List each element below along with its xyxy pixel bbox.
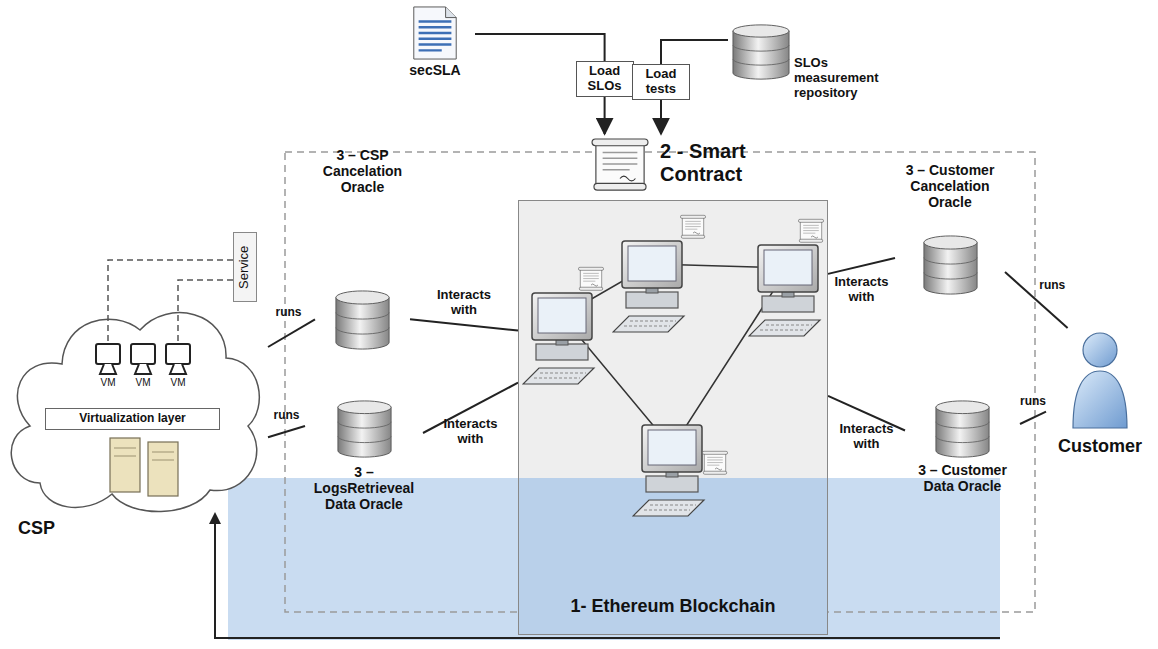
cloud-provider: CSPVirtualization layerService xyxy=(0,268,268,550)
label-holder: VM xyxy=(101,372,116,390)
edge-label-holder: Interacts with xyxy=(436,417,506,447)
node-text: secSLA xyxy=(395,62,475,78)
node-text: SLOs measurement repository xyxy=(794,56,888,101)
edge-label: runs xyxy=(275,306,301,320)
blockchain-panel: 1- Ethereum Blockchain xyxy=(518,200,828,635)
database-icon xyxy=(336,291,389,349)
oracle-node: 3 – Customer Cancelation Oracle xyxy=(895,160,1005,300)
document-node: secSLA xyxy=(395,4,475,90)
edge-label: Interacts with xyxy=(436,417,506,447)
edge-label-holder: Load tests xyxy=(632,64,690,100)
connector xyxy=(1020,412,1046,424)
node-text: 3 – LogsRetrieveal Data Oracle xyxy=(305,464,423,512)
oracle-node: 3 – CSP Cancelation Oracle xyxy=(315,145,410,350)
contract-copy-icon xyxy=(578,267,603,290)
service-box: Service xyxy=(233,232,257,302)
node-text: Customer xyxy=(1046,436,1154,457)
node-text: 3 – Customer Data Oracle xyxy=(905,462,1020,494)
person-icon xyxy=(1073,333,1127,428)
oracle-node: 3 – LogsRetrieveal Data Oracle xyxy=(305,398,423,538)
vm-label: VM xyxy=(171,377,186,388)
edge-label-holder: runs xyxy=(1020,395,1046,409)
database-icon xyxy=(936,401,989,457)
node-text: 3 – Customer Cancelation Oracle xyxy=(895,162,1005,210)
edge-label-holder: Interacts with xyxy=(429,288,499,318)
edge-label-holder: Interacts with xyxy=(832,422,902,452)
contract-icon xyxy=(592,139,648,190)
label-holder: VM xyxy=(136,372,151,390)
computer-icon xyxy=(749,245,820,336)
contract-copy-icon xyxy=(798,219,823,242)
edge-label: runs xyxy=(273,409,299,423)
computer-icon xyxy=(613,241,684,332)
edge-label: Interacts with xyxy=(831,275,893,305)
edge-label: Interacts with xyxy=(832,422,902,452)
repository-node: SLOs measurement repository xyxy=(728,20,888,120)
document-icon xyxy=(414,7,456,59)
database-icon xyxy=(733,25,789,79)
oracle-node: 3 – Customer Data Oracle xyxy=(905,398,1020,528)
node-text: Virtualization layer xyxy=(50,412,215,426)
edge-label: runs xyxy=(1039,279,1065,293)
vm-label: VM xyxy=(136,377,151,388)
node-text: Service xyxy=(237,237,252,297)
vm-label: VM xyxy=(101,377,116,388)
database-icon xyxy=(338,401,391,457)
label-holder: VM xyxy=(171,372,186,390)
computer-icon xyxy=(633,425,704,516)
return-arrow xyxy=(215,522,1000,638)
layer-box: Virtualization layer xyxy=(45,408,220,430)
contract-copy-icon xyxy=(702,451,727,474)
customer-node: Customer xyxy=(1046,328,1154,463)
connector xyxy=(828,258,895,274)
edge-label-holder: Load SLOs xyxy=(576,61,634,97)
node-text: 3 – CSP Cancelation Oracle xyxy=(315,147,410,195)
connector xyxy=(268,319,315,347)
edge-label-holder: Interacts with xyxy=(831,275,893,305)
computer-icon xyxy=(523,293,594,384)
edge-label: runs xyxy=(1020,395,1046,409)
node-text: CSP xyxy=(18,518,268,539)
edge-label: Load SLOs xyxy=(581,64,629,94)
node-text: 1- Ethereum Blockchain xyxy=(519,596,827,617)
contract-copy-icon xyxy=(680,215,705,238)
edge-label: Interacts with xyxy=(429,288,499,318)
edge-label-holder: runs xyxy=(273,409,299,423)
cloud-shape xyxy=(11,260,259,512)
edge-label: Load tests xyxy=(637,67,685,97)
node-text: 2 - Smart Contract xyxy=(660,140,790,186)
database-icon xyxy=(924,236,977,294)
edge-label-holder: runs xyxy=(1039,279,1065,293)
connector xyxy=(410,319,518,330)
connector xyxy=(268,426,305,437)
return-arrowhead xyxy=(209,512,221,524)
edge-label-holder: runs xyxy=(275,306,301,320)
connector xyxy=(1005,272,1068,328)
smart-contract-node: 2 - Smart Contract xyxy=(585,134,830,196)
